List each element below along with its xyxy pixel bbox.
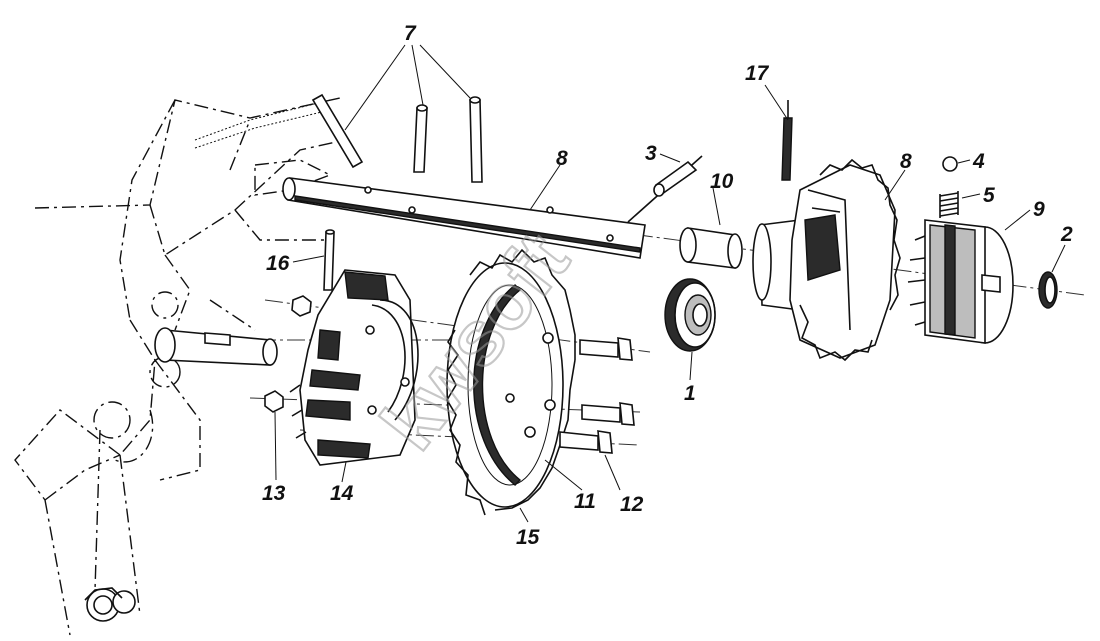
ball-4 xyxy=(942,156,958,172)
shaft-hub xyxy=(154,327,278,366)
sprocket-9 xyxy=(907,219,1014,344)
spring-5 xyxy=(939,191,959,218)
callout-3: 3 xyxy=(645,142,657,165)
bearing-1 xyxy=(664,278,716,352)
ring-2 xyxy=(1038,271,1058,309)
callout-5: 5 xyxy=(983,184,995,207)
callout-2: 2 xyxy=(1060,223,1073,246)
callout-10: 10 xyxy=(710,170,734,193)
callout-4: 4 xyxy=(972,150,985,173)
callout-15: 15 xyxy=(516,526,540,549)
callout-1: 1 xyxy=(684,382,696,405)
sprocket-15 xyxy=(446,248,576,516)
pins-6 xyxy=(311,93,483,183)
shaft-7 xyxy=(282,155,703,259)
callout-8: 8 xyxy=(900,150,912,173)
callout-13: 13 xyxy=(262,482,286,505)
callout-9: 9 xyxy=(1033,198,1045,221)
callout-labels: 7 8 3 10 17 8 4 5 9 2 16 1 13 14 11 12 1… xyxy=(262,22,1073,549)
pin-17 xyxy=(781,100,793,181)
pin-3 xyxy=(653,160,698,197)
callout-16: 16 xyxy=(266,252,290,275)
leader-lines xyxy=(274,44,1066,523)
bolts-12 xyxy=(559,337,635,454)
nuts-13 xyxy=(264,295,312,413)
callout-12: 12 xyxy=(620,493,644,516)
sprocket-14 xyxy=(289,269,419,466)
callout-14: 14 xyxy=(330,482,354,505)
callout-6: 7 xyxy=(404,22,417,45)
callout-17: 17 xyxy=(745,62,770,85)
callout-11: 11 xyxy=(574,490,596,513)
pin-16 xyxy=(323,229,335,291)
sprocket-8 xyxy=(752,158,901,362)
base-nut xyxy=(84,587,136,622)
bushing-10 xyxy=(679,227,743,269)
callout-7: 8 xyxy=(556,147,568,170)
